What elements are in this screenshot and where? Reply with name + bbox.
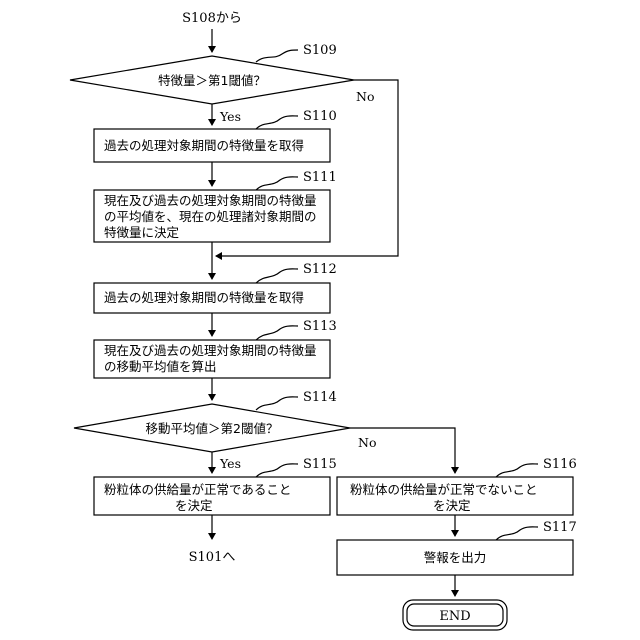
leader-s115 (256, 464, 298, 477)
process-s115-line2: を決定 (175, 498, 213, 513)
process-s113-line2: の移動平均値を算出 (104, 359, 217, 374)
process-s112-text: 過去の処理対象期間の特徴量を取得 (104, 290, 304, 305)
label-s114: S114 (303, 390, 337, 405)
process-s111-line1: 現在及び過去の処理対象期間の特徴量 (104, 193, 317, 208)
leader-s109 (256, 50, 298, 62)
process-s110-text: 過去の処理対象期間の特徴量を取得 (104, 138, 304, 153)
decision-s114-text: 移動平均値＞第2閾値？ (146, 421, 279, 436)
label-s111: S111 (303, 170, 337, 185)
process-s111-line2: の平均値を、現在の処理諸対象期間の (104, 209, 317, 224)
leader-s113 (256, 326, 298, 340)
s109-no-label: No (356, 89, 374, 104)
process-s111-line3: 特徴量に決定 (104, 225, 179, 240)
label-s110: S110 (303, 109, 337, 124)
process-s115-line1: 粉粒体の供給量が正常であること (104, 482, 291, 497)
s114-yes-label: Yes (219, 456, 241, 471)
label-s109: S109 (303, 43, 337, 58)
leader-s114 (256, 397, 298, 410)
label-s112: S112 (303, 262, 337, 277)
process-s116-line2: を決定 (433, 498, 471, 513)
process-s113-line1: 現在及び過去の処理対象期間の特徴量 (104, 343, 317, 358)
label-s115: S115 (303, 457, 337, 472)
start-label: S108から (182, 11, 242, 26)
s109-yes-label: Yes (219, 109, 241, 124)
leader-s116 (496, 464, 538, 477)
leader-s117 (496, 527, 538, 540)
leader-s110 (256, 116, 298, 129)
label-s117: S117 (543, 520, 577, 535)
decision-s109-text: 特徴量＞第1閾値？ (158, 73, 266, 88)
s114-no-label: No (358, 435, 376, 450)
label-s113: S113 (303, 319, 337, 334)
end-label: END (439, 609, 470, 624)
process-s116-line1: 粉粒体の供給量が正常でないこと (350, 482, 538, 497)
goto-label: S101へ (189, 550, 236, 565)
label-s116: S116 (543, 457, 577, 472)
process-s117-text: 警報を出力 (424, 550, 487, 565)
leader-s112 (256, 269, 298, 283)
leader-s111 (256, 177, 298, 190)
